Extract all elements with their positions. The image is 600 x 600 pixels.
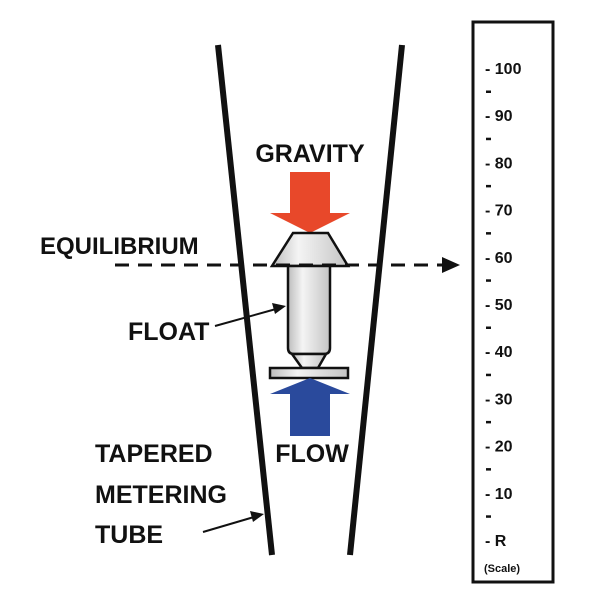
scale-tick-label: - 80: [485, 155, 513, 172]
scale-minor-tick: [486, 420, 491, 424]
scale-ticks: - 100 - 90 - 80 - 70 - 60 - 50 - 40 - 30 - 20 - 1…: [485, 61, 522, 550]
gravity-arrow-icon: [270, 172, 350, 233]
scale-minor-tick: [486, 515, 491, 518]
equilibrium-arrowhead-icon: [442, 257, 460, 273]
scale-tick-label: - 20: [485, 439, 513, 456]
scale-minor-tick: [486, 373, 491, 377]
tube-label-line2: METERING: [95, 481, 227, 509]
scale-minor-tick: [486, 279, 491, 282]
scale-tick-label: - 10: [485, 486, 513, 503]
scale-minor-tick: [486, 468, 491, 471]
scale-tick-label: - 30: [485, 391, 513, 408]
scale-minor-tick: [486, 90, 491, 93]
scale-minor-tick: [486, 232, 491, 235]
float-pointer: [214, 308, 277, 327]
scale-tick-label: - 100: [485, 61, 522, 78]
scale-tick-label: - 90: [485, 108, 513, 125]
scale-tick-label: - 40: [485, 344, 513, 361]
scale-caption: (Scale): [484, 563, 520, 575]
scale-minor-tick: [486, 137, 491, 141]
scale-minor-tick: [486, 184, 491, 188]
flow-arrow-icon: [270, 378, 350, 436]
float-icon: [268, 231, 351, 380]
tube-label-line1: TAPERED: [95, 440, 213, 468]
tube-pointer-head-icon: [250, 511, 264, 522]
flow-label: FLOW: [275, 440, 349, 468]
tube-left-wall: [215, 44, 275, 556]
float-pointer-head-icon: [272, 303, 286, 314]
float-label: FLOAT: [128, 318, 209, 346]
tube-pointer: [202, 516, 255, 533]
scale-panel: [471, 20, 555, 584]
tube-right-wall: [347, 44, 405, 556]
gravity-label: GRAVITY: [255, 140, 365, 168]
scale-tick-label: - 70: [485, 203, 513, 220]
tube-label-line3: TUBE: [95, 521, 163, 549]
scale-tick-label: - R: [485, 533, 507, 550]
scale-minor-tick: [486, 326, 491, 329]
scale-tick-label: - 60: [485, 250, 513, 267]
equilibrium-label: EQUILIBRIUM: [40, 233, 199, 260]
scale-tick-label: - 50: [485, 297, 513, 314]
